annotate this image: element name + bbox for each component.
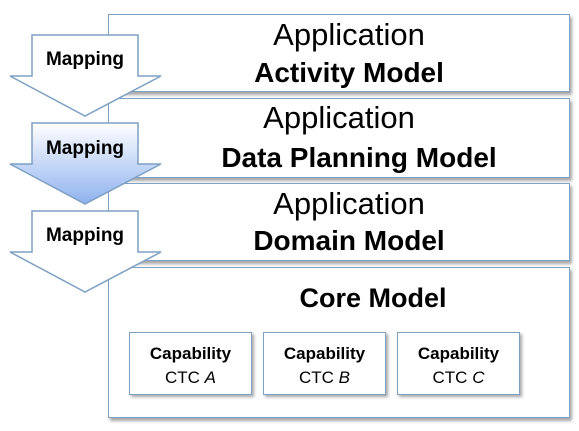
core-model-title: Core Model	[299, 283, 447, 313]
data-planning-model-layer: Application Data Planning Model	[108, 98, 570, 178]
data-planning-layer-title: Data Planning Model	[221, 142, 497, 173]
core-model-layer: Core Model Capability CTC A Capability C…	[108, 267, 570, 418]
mapping-label: Mapping	[45, 138, 125, 159]
capability-name: Capability	[417, 344, 500, 363]
domain-layer-line1: Application	[273, 186, 425, 221]
capability-code: CTC A	[130, 368, 251, 388]
mapping-arrow-1: Mapping	[8, 32, 163, 119]
capability-box-b: Capability CTC B	[263, 332, 386, 395]
capability-box-c: Capability CTC C	[397, 332, 520, 395]
capability-code-letter: C	[472, 368, 485, 387]
capability-code-letter: B	[338, 368, 350, 387]
mapping-arrow-3: Mapping	[8, 208, 163, 295]
capability-name: Capability	[149, 344, 232, 363]
mapping-arrow-2: Mapping	[8, 120, 163, 207]
capability-code-letter: A	[204, 368, 216, 387]
domain-model-layer: Application Domain Model	[108, 183, 570, 261]
activity-layer-title: Activity Model	[254, 57, 444, 88]
down-arrow-icon	[9, 210, 162, 293]
capability-name: Capability	[283, 344, 366, 363]
capability-code: CTC C	[398, 368, 519, 388]
data-planning-layer-line1: Application	[263, 100, 415, 135]
capability-code: CTC B	[264, 368, 385, 388]
mapping-label: Mapping	[45, 49, 125, 70]
activity-layer-line1: Application	[273, 17, 425, 52]
activity-model-layer: Application Activity Model	[108, 14, 570, 92]
down-arrow-icon	[9, 34, 162, 117]
mapping-label: Mapping	[45, 225, 125, 246]
capability-code-prefix: CTC	[298, 368, 339, 387]
capability-code-prefix: CTC	[164, 368, 205, 387]
capability-box-a: Capability CTC A	[129, 332, 252, 395]
domain-layer-title: Domain Model	[253, 225, 445, 256]
capability-code-prefix: CTC	[432, 368, 473, 387]
down-arrow-icon	[9, 122, 162, 205]
